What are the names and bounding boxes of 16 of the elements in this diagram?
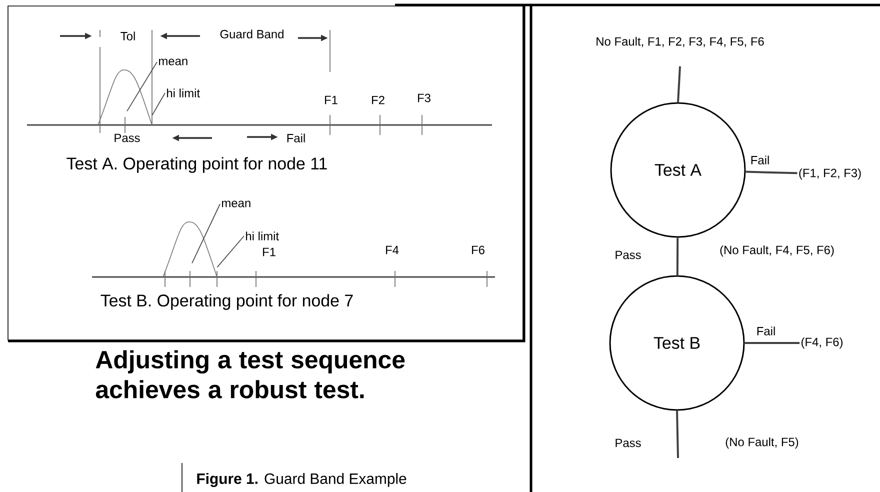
edge-label: Pass [614,438,642,448]
connector-line [744,342,800,344]
fault-set-label: (F1, F2, F3) [799,168,861,180]
pull-quote: Adjusting a test sequence achieves a robust test. [96,350,405,398]
connector-line [677,66,681,102]
edge-label: Fail [749,154,771,166]
edge-label: Fail [755,326,777,336]
edge-label: Pass [614,250,642,260]
fault-set-label: No Fault, F1, F2, F3, F4, F5, F6 [596,36,764,48]
connector-line [676,238,679,276]
connector-line [676,410,679,458]
connector-line [746,170,798,174]
axis-label: (No Fault, F4, F5, F6) [720,245,834,257]
figure-caption: Figure 1. Guard Band Example [197,473,406,487]
fault-set-label: (F4, F6) [802,337,842,349]
axis-label: (No Fault, F5) [726,437,798,449]
